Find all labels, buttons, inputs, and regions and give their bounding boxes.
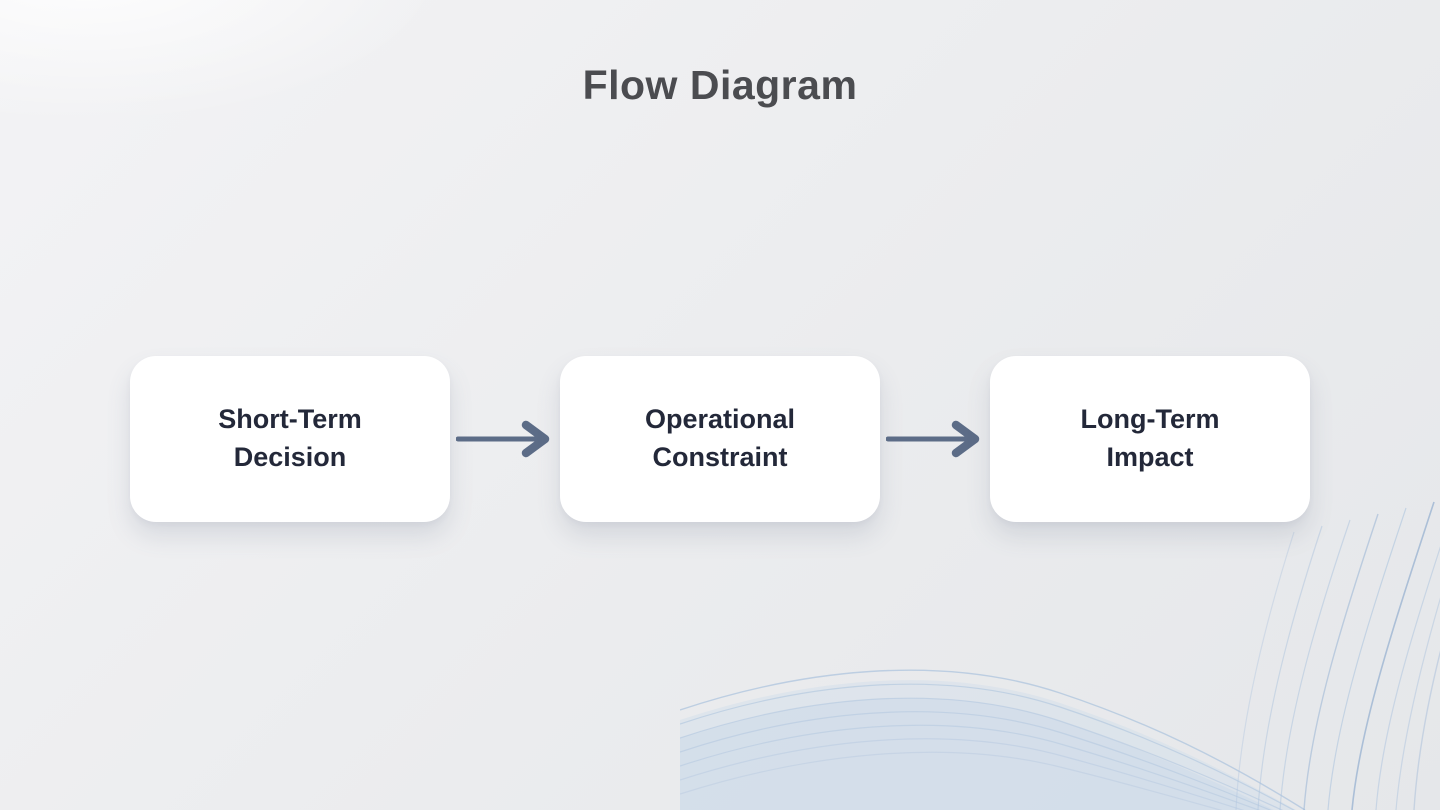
connector-1 [450, 417, 560, 461]
arrow-right-icon [886, 420, 980, 458]
flow-node-long-term-impact: Long-Term Impact [990, 356, 1310, 522]
flow-node-short-term-decision: Short-Term Decision [130, 356, 450, 522]
page-title: Flow Diagram [582, 62, 858, 108]
flow-node-label: Operational Constraint [644, 404, 796, 472]
connector-2 [880, 417, 990, 461]
flow-diagram: Short-Term Decision Operational Constrai… [0, 356, 1440, 522]
flow-node-label: Short-Term Decision [218, 404, 362, 472]
arrow-right-icon [456, 420, 550, 458]
flow-node-label: Long-Term Impact [1080, 404, 1220, 472]
flow-node-operational-constraint: Operational Constraint [560, 356, 880, 522]
